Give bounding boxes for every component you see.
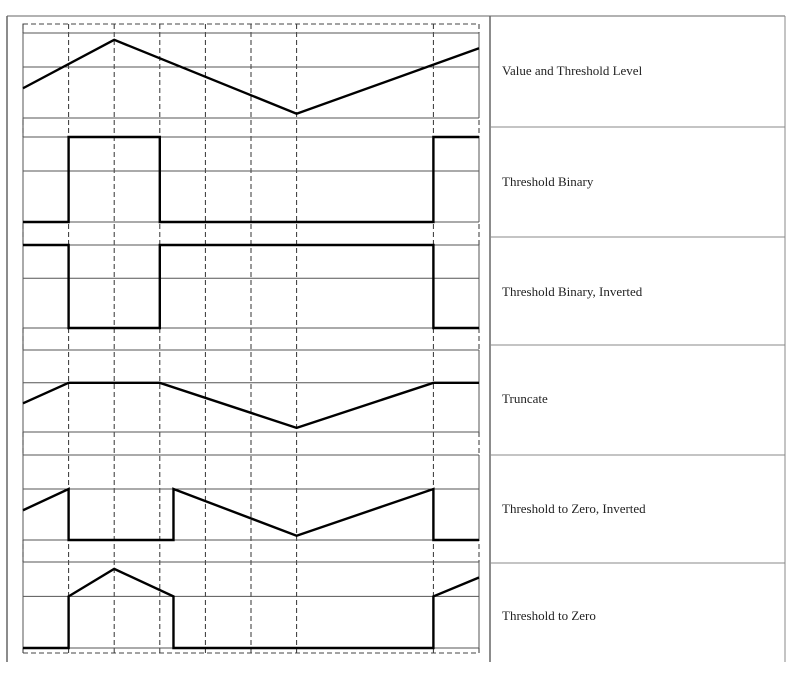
signal-1 (23, 135, 479, 224)
signal-4 (22, 487, 479, 542)
row-label: Value and Threshold Level (502, 63, 643, 78)
row-label: Threshold to Zero, Inverted (502, 501, 646, 516)
signal-5 (23, 567, 480, 650)
signal-2 (23, 243, 479, 330)
row-label: Truncate (502, 391, 548, 406)
row-label: Threshold to Zero (502, 608, 596, 623)
signal-0 (22, 38, 480, 116)
signal-3 (22, 381, 479, 430)
row-label: Threshold Binary, Inverted (502, 284, 643, 299)
row-label: Threshold Binary (502, 174, 594, 189)
